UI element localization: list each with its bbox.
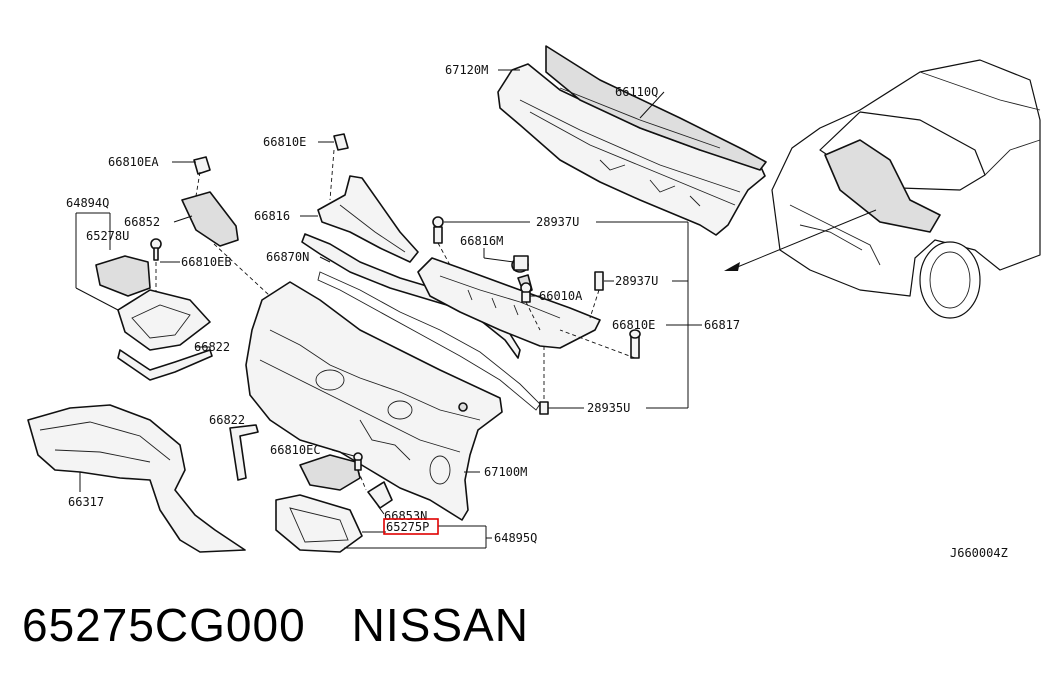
callout-67100M: 67100M	[484, 465, 527, 479]
callout-66822-mid: 66822	[209, 413, 245, 427]
callout-66110Q: 66110Q	[615, 85, 658, 99]
cowl-side-bracket	[317, 175, 419, 263]
callout-66810EC: 66810EC	[270, 443, 321, 457]
callout-66810E-top: 66810E	[263, 135, 306, 149]
assembly-guides	[155, 149, 636, 491]
callout-66810E-right: 66810E	[612, 318, 655, 332]
part-number: 65275CG000	[22, 599, 306, 651]
callout-65275P: 65275P	[386, 520, 429, 534]
callout-66817: 66817	[704, 318, 740, 332]
figure-code: J660004Z	[950, 546, 1008, 560]
callout-28937U-mid: 28937U	[615, 274, 658, 288]
vehicle-outline	[724, 59, 1041, 319]
drain-seal-strip	[301, 233, 541, 411]
callout-66816: 66816	[254, 209, 290, 223]
clips-and-fasteners	[229, 216, 641, 553]
callout-66870N: 66870N	[266, 250, 309, 264]
callout-66810EB: 66810EB	[181, 255, 232, 269]
callout-labels: 67120M 66110Q 66810E 66810EA 64894Q 6685…	[66, 63, 1008, 560]
callout-66852: 66852	[124, 215, 160, 229]
callout-66317: 66317	[68, 495, 104, 509]
left-insulator	[27, 404, 246, 553]
callout-28935U: 28935U	[587, 401, 630, 415]
highlight-box	[383, 518, 439, 535]
cowl-top-panel	[497, 45, 767, 236]
callout-65278U: 65278U	[86, 229, 129, 243]
callout-64895Q: 64895Q	[494, 531, 537, 545]
left-seal-assembly	[95, 133, 349, 381]
callout-67120M: 67120M	[445, 63, 488, 77]
callout-28937U-top: 28937U	[536, 215, 579, 229]
part-caption: 65275CG000 NISSAN	[22, 598, 575, 652]
callout-66816M: 66816M	[460, 234, 503, 248]
leader-lines	[75, 69, 702, 549]
dash-panel	[245, 281, 503, 521]
callout-66010A: 66010A	[539, 289, 583, 303]
brand-name: NISSAN	[351, 599, 529, 651]
callout-66810EA: 66810EA	[108, 155, 159, 169]
callout-66822-top: 66822	[194, 340, 230, 354]
callout-64894Q: 64894Q	[66, 196, 109, 210]
